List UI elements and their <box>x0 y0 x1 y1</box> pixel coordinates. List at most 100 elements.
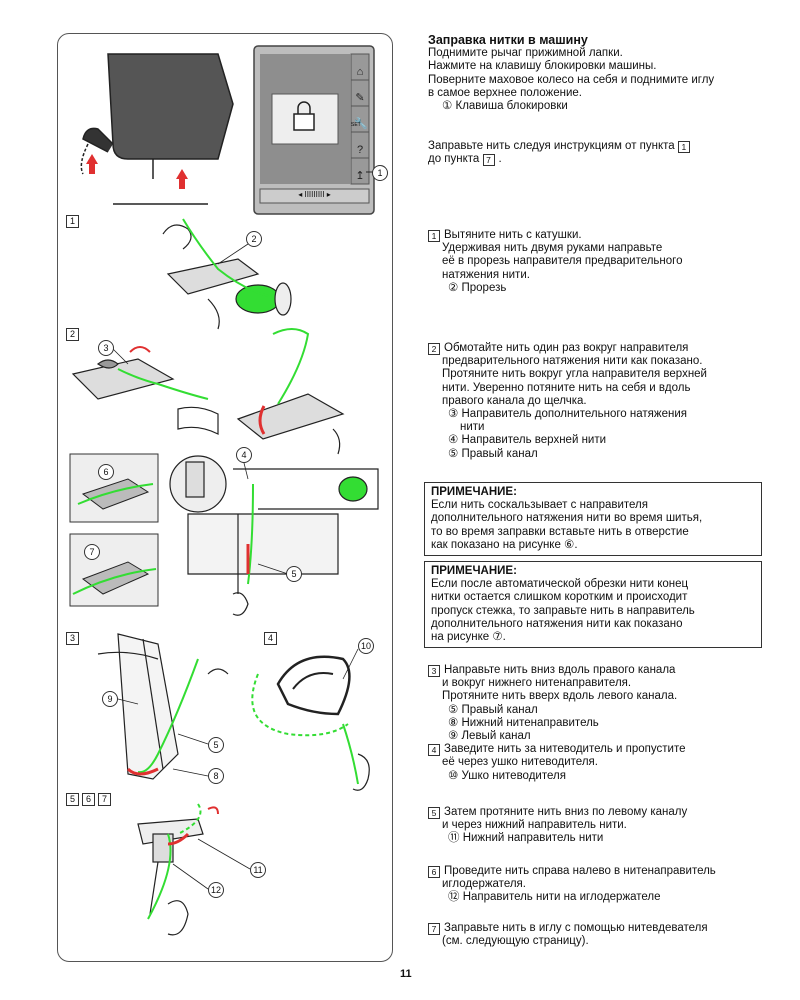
callout-5a: 5 <box>286 566 302 582</box>
callout-3: 3 <box>98 340 114 356</box>
step-number: 4 <box>428 744 440 756</box>
step-number: 2 <box>428 343 440 355</box>
intro2-text: . <box>499 153 502 165</box>
step-line: и через нижний направитель нити. <box>428 819 687 832</box>
step5-section: 5 Затем протяните нить вниз по левому кан… <box>428 806 687 846</box>
step-1-marker: 1 <box>66 215 79 228</box>
step-line: нити. Уверенно потяните нить на себя и в… <box>428 382 707 395</box>
step1-illustration <box>163 219 291 329</box>
callout-11: 11 <box>250 862 266 878</box>
step-number: 5 <box>428 807 440 819</box>
step7-section: 7Заправьте нить в иглу с помощью нитевде… <box>428 922 708 948</box>
step-legend: ⑨ Левый канал <box>428 730 686 743</box>
illustrations <box>58 34 392 961</box>
callout-9: 9 <box>102 691 118 707</box>
step567-illustration <box>138 804 218 935</box>
screen-set-label: SET <box>351 122 361 128</box>
step-line: её через ушко нитеводителя. <box>428 756 686 769</box>
step-3-marker: 3 <box>66 632 79 645</box>
edit-icon[interactable]: ✎ <box>354 85 366 111</box>
note-line: Если нить соскальзывает с направителя <box>431 499 756 512</box>
step-legend: ④ Направитель верхней нити <box>428 434 707 447</box>
home-icon[interactable]: ⌂ <box>354 59 366 85</box>
inset-7-illustration <box>70 534 158 606</box>
step-line: Вытяните нить с катушки. <box>444 229 582 241</box>
intro-line: в самое верхнее положение. <box>428 87 714 100</box>
lock-key-icon[interactable]: ↥ <box>354 163 366 189</box>
step-legend: ⑩ Ушко нитеводителя <box>428 770 686 783</box>
note-heading: ПРИМЕЧАНИЕ: <box>431 565 756 578</box>
step-legend: ⑪ Нижний направитель нити <box>428 832 687 845</box>
intro-line: Поверните маховое колесо на себя и подни… <box>428 74 714 87</box>
intro2-text: до пункта <box>428 153 479 165</box>
ref-box: 1 <box>678 141 690 153</box>
note-line: как показано на рисунке ⑥. <box>431 539 756 552</box>
step3-illustration <box>98 634 228 779</box>
step-line: (см. следующую страницу). <box>428 935 708 948</box>
step-6-marker: 6 <box>82 793 95 806</box>
step2-section: 2 Обмотайте нить один раз вокруг направит… <box>428 342 707 461</box>
intro-section: Заправка нитки в машину Поднимите рычаг … <box>428 34 714 113</box>
callout-1: 1 <box>372 165 388 181</box>
step-legend: ② Прорезь <box>428 282 683 295</box>
step-line: Удерживая нить двумя руками направьте <box>428 242 683 255</box>
intro-line: Поднимите рычаг прижимной лапки. <box>428 47 714 60</box>
inset-6-illustration <box>70 454 158 522</box>
step-legend: ⑤ Правый канал <box>428 704 686 717</box>
step-line: её в прорезь направителя предварительног… <box>428 255 683 268</box>
step-5-marker: 5 <box>66 793 79 806</box>
step-legend: ⑫ Направитель нити на иглодержателе <box>428 891 716 904</box>
callout-5b: 5 <box>208 737 224 753</box>
step-legend: ⑤ Правый канал <box>428 448 707 461</box>
note-line: дополнительного натяжения нити во время … <box>431 512 756 525</box>
step-line: правого канала до щелчка. <box>428 395 707 408</box>
callout-6: 6 <box>98 464 114 480</box>
callout-12: 12 <box>208 882 224 898</box>
step-line: Затем протяните нить вниз по левому кана… <box>444 806 687 818</box>
note-line: пропуск стежка, то заправьте нить в напр… <box>431 605 756 618</box>
note-line: на рисунке ⑦. <box>431 631 756 644</box>
step-7-marker: 7 <box>98 793 111 806</box>
step4-illustration <box>252 657 369 790</box>
step-line: предварительного натяжения нити как пока… <box>428 355 707 368</box>
step-number: 6 <box>428 866 440 878</box>
step-line: Заправьте нить в иглу с помощью нитевдев… <box>444 922 708 934</box>
step-4-marker: 4 <box>264 632 277 645</box>
intro2-section: Заправьте нить следуя инструкциям от пун… <box>428 140 694 166</box>
callout-2: 2 <box>246 231 262 247</box>
callout-7: 7 <box>84 544 100 560</box>
callout-10: 10 <box>358 638 374 654</box>
intro-line: Нажмите на клавишу блокировки машины. <box>428 60 714 73</box>
note-box-1: ПРИМЕЧАНИЕ: Если нить соскальзывает с на… <box>424 482 762 556</box>
step-line: Обмотайте нить один раз вокруг направите… <box>444 342 688 354</box>
step-number: 1 <box>428 230 440 242</box>
step-line: Проведите нить справа налево в нитенапра… <box>444 865 716 877</box>
step-2-marker: 2 <box>66 328 79 341</box>
note-line: то во время заправки вставьте нить в отв… <box>431 526 756 539</box>
step6-section: 6 Проведите нить справа налево в нитенапр… <box>428 865 716 905</box>
page-title: Заправка нитки в машину <box>428 34 714 47</box>
intro-legend: ① Клавиша блокировки <box>428 100 714 113</box>
step-line: Направьте нить вниз вдоль правого канала <box>444 664 675 676</box>
callout-4: 4 <box>236 447 252 463</box>
screen-scroll-bar[interactable]: ◂ IIIIIIIII ▸ <box>260 190 369 199</box>
step-legend: ⑧ Нижний нитенаправитель <box>428 717 686 730</box>
threading-path-illustration <box>170 456 378 615</box>
help-icon[interactable]: ? <box>354 137 366 163</box>
step1-section: 1 Вытяните нить с катушки. Удерживая нить… <box>428 229 683 295</box>
step-line: Протяните нить вокруг угла направителя в… <box>428 368 707 381</box>
step-number: 3 <box>428 665 440 677</box>
note-line: дополнительного натяжения нити как показ… <box>431 618 756 631</box>
step-line: Протяните нить вверх вдоль левого канала… <box>428 690 686 703</box>
note-box-2: ПРИМЕЧАНИЕ: Если после автоматической об… <box>424 561 762 648</box>
note-line: нитки остается слишком коротким и происх… <box>431 591 756 604</box>
step-line: натяжения нити. <box>428 269 683 282</box>
intro2-text: Заправьте нить следуя инструкциям от пун… <box>428 140 675 152</box>
step-line: иглодержателя. <box>428 878 716 891</box>
note-heading: ПРИМЕЧАНИЕ: <box>431 486 756 499</box>
step-line: Заведите нить за нитеводитель и пропусти… <box>444 743 686 755</box>
ref-box: 7 <box>483 154 495 166</box>
callout-8: 8 <box>208 768 224 784</box>
step-legend: нити <box>428 421 707 434</box>
step3-section: 3 Направьте нить вниз вдоль правого канал… <box>428 664 686 783</box>
